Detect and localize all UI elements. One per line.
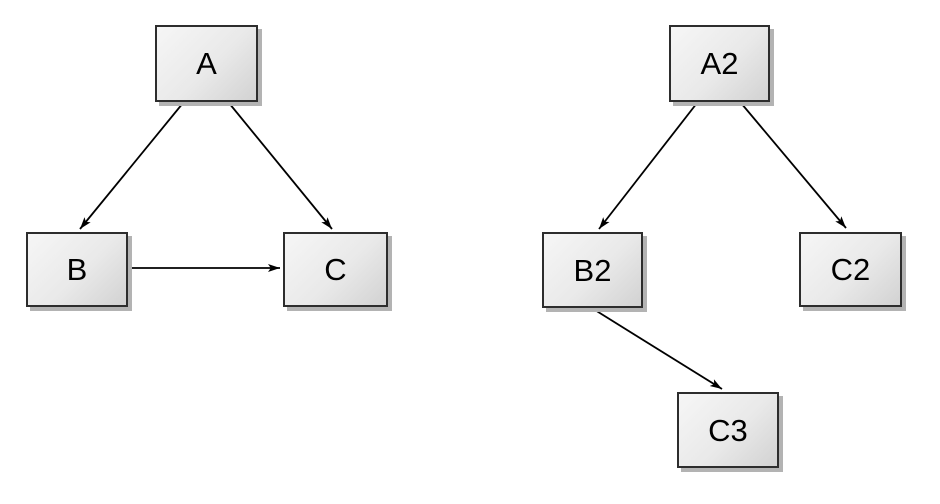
node-B2: B2 <box>542 232 643 308</box>
node-A2-label: A2 <box>700 46 739 81</box>
node-C3-label: C3 <box>708 412 748 448</box>
node-A2: A2 <box>669 25 770 102</box>
edge-A-B <box>79 102 184 230</box>
node-B: B <box>26 232 128 307</box>
node-A-label: A <box>196 46 217 81</box>
edge-A2-C2 <box>740 102 847 229</box>
node-B2-label: B2 <box>573 252 612 288</box>
node-C2: C2 <box>799 232 902 307</box>
node-A: A <box>155 25 258 102</box>
node-B-label: B <box>66 252 88 287</box>
node-C: C <box>283 232 388 307</box>
node-C3: C3 <box>677 392 779 468</box>
edge-A-C <box>228 102 333 230</box>
edge-B2-C3 <box>594 309 723 390</box>
node-C2-label: C2 <box>830 252 871 287</box>
edge-A2-B2 <box>598 102 698 230</box>
node-C-label: C <box>324 252 347 287</box>
